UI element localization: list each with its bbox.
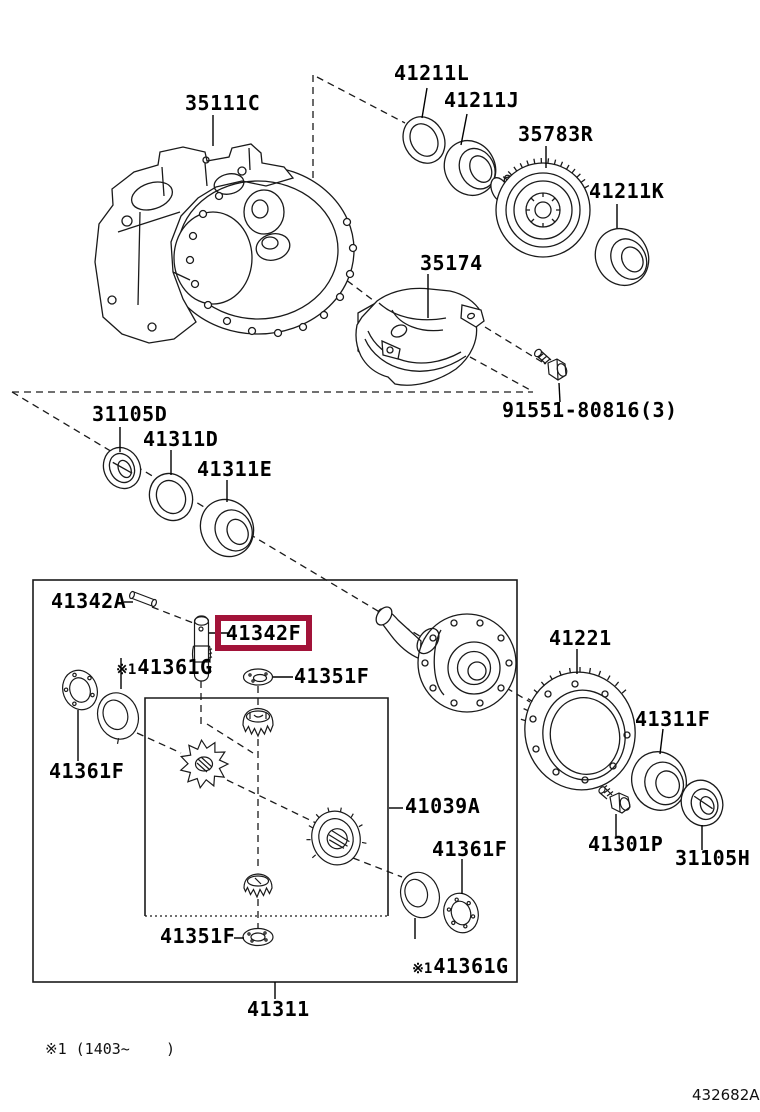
label-leader-lines [77, 87, 703, 999]
ring-41311D-drawing [148, 472, 194, 522]
part-label-41342A[interactable]: 41342A [51, 589, 127, 613]
washer-41361F-left-drawing [62, 669, 98, 711]
part-label-41221[interactable]: 41221 [549, 626, 612, 650]
part-label-41361G-left[interactable]: ※141361G [116, 655, 213, 679]
bearing-41311F-drawing [631, 751, 687, 811]
side-gear-left-drawing [179, 738, 230, 789]
pinion-shaft-41342F-drawing [191, 615, 213, 682]
part-label-35174[interactable]: 35174 [420, 251, 483, 275]
part-label-35111C[interactable]: 35111C [185, 91, 261, 115]
part-label-31105D[interactable]: 31105D [92, 402, 168, 426]
part-label-41311[interactable]: 41311 [247, 997, 310, 1021]
axis-dashed-lines [11, 75, 543, 929]
pinion-gear-top-drawing [242, 707, 274, 738]
part-label-41301P[interactable]: 41301P [588, 832, 664, 856]
pin-41342A-drawing [128, 590, 158, 608]
footnote-ref-mark: ※1 [412, 961, 433, 977]
footnote-text: ※1 (1403~ ) [45, 1040, 175, 1058]
bolt-91551-drawing [533, 348, 568, 381]
part-label-41351F-bottom[interactable]: 41351F [160, 924, 236, 948]
washer-41351F-bottom-drawing [242, 927, 274, 947]
pinion-gear-bottom-drawing [243, 873, 273, 899]
side-gear-center-drawing [306, 807, 367, 866]
part-label-41211J[interactable]: 41211J [444, 88, 520, 112]
part-label-35783R[interactable]: 35783R [518, 122, 594, 146]
seal-41211L-drawing [402, 116, 446, 164]
part-label-41311E[interactable]: 41311E [197, 457, 273, 481]
footnote-ref-mark: ※1 [116, 662, 137, 678]
part-label-41361G-bottom[interactable]: ※141361G [412, 954, 509, 978]
figure-code: 432682A [692, 1086, 760, 1104]
part-label-41361F-right[interactable]: 41361F [432, 837, 508, 861]
drive-gear-35783R-drawing [490, 157, 591, 258]
seal-31105H-drawing [680, 779, 724, 827]
part-label-41342F: 41342F [225, 621, 302, 645]
part-label-41211L[interactable]: 41211L [394, 61, 470, 85]
seal-31105D-drawing [102, 446, 142, 490]
part-label-31105H[interactable]: 31105H [675, 846, 751, 870]
part-label-41311D[interactable]: 41311D [143, 427, 219, 451]
cover-35174-drawing [355, 287, 485, 386]
part-label-41361F-left[interactable]: 41361F [49, 759, 125, 783]
bearing-41211J-drawing [443, 139, 497, 197]
part-label-41039A[interactable]: 41039A [405, 794, 481, 818]
bearing-41211K-drawing [594, 227, 650, 287]
washer-41361F-right-drawing [443, 892, 479, 934]
washer-41361G-right-drawing [399, 871, 441, 919]
part-label-41351F-top[interactable]: 41351F [294, 664, 370, 688]
washer-41361G-left-drawing [96, 692, 140, 744]
differential-case-drawing [375, 606, 517, 713]
part-label-41311F[interactable]: 41311F [635, 707, 711, 731]
washer-41351F-top-drawing [242, 668, 274, 686]
part-label-41211K[interactable]: 41211K [589, 179, 665, 203]
highlight-box[interactable]: 41342F [215, 615, 312, 651]
transaxle-case-drawing [94, 143, 358, 344]
bearing-41311E-drawing [199, 498, 255, 558]
ring-gear-41221-drawing [520, 667, 636, 791]
bolt-41301P-drawing [598, 785, 631, 814]
part-label-91551-80816[interactable]: 91551-80816(3) [502, 398, 678, 422]
